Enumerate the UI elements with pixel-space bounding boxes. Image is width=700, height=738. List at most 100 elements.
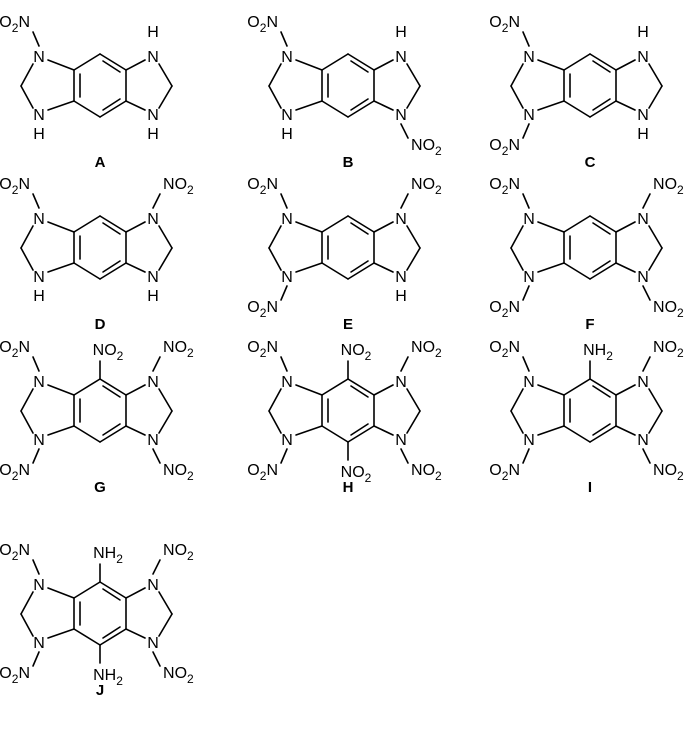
double-bond <box>350 260 369 273</box>
ring-n1: N <box>523 374 535 391</box>
bond <box>295 100 323 111</box>
n4-nitro: NO2 <box>411 462 442 483</box>
bond <box>373 425 394 436</box>
bond <box>563 215 591 233</box>
n1-nitro: O2N <box>0 176 30 197</box>
bottom-substituent: NH2 <box>93 667 123 688</box>
double-bond <box>102 98 121 111</box>
ring-n4: N <box>147 432 159 449</box>
ring-n3: N <box>637 374 649 391</box>
n1-nitro: O2N <box>0 542 30 563</box>
double-bond <box>102 626 121 639</box>
bond <box>268 63 282 87</box>
n1-bond <box>280 193 288 209</box>
n2-hydrogen: H <box>33 126 45 143</box>
bond <box>20 63 34 87</box>
n2-nitro: O2N <box>0 462 30 483</box>
n3-nitro: NO2 <box>653 339 684 360</box>
bond <box>615 262 636 273</box>
n3-nitro: NO2 <box>163 176 194 197</box>
bond <box>648 85 663 109</box>
bond <box>295 262 323 273</box>
bond <box>99 100 127 118</box>
bond <box>20 388 34 412</box>
n3-bond <box>400 193 409 209</box>
bond <box>268 225 282 249</box>
n2-bond <box>32 448 40 464</box>
ring-n4: N <box>147 635 159 652</box>
n2-bond <box>280 285 288 301</box>
n4-bond <box>152 448 161 464</box>
n2-nitro: O2N <box>489 462 520 483</box>
n3-nitro: NO2 <box>163 339 194 360</box>
bond <box>347 262 375 280</box>
bond <box>125 262 146 273</box>
ring-n1: N <box>281 374 293 391</box>
bond <box>563 53 591 71</box>
bond <box>99 378 127 396</box>
n2-bond <box>522 285 530 301</box>
n1-nitro: O2N <box>489 176 520 197</box>
n1-bond <box>32 193 40 209</box>
ring-n1: N <box>523 49 535 66</box>
bond <box>615 384 636 396</box>
double-bond <box>102 385 121 398</box>
bond <box>295 59 323 71</box>
double-bond <box>350 385 369 398</box>
double-bond <box>350 222 369 235</box>
n4-nitro: NO2 <box>411 137 442 158</box>
double-bond <box>102 260 121 273</box>
bond <box>20 410 34 434</box>
bond <box>20 225 34 249</box>
compound-label: G <box>94 479 106 496</box>
n4-bond <box>642 448 651 464</box>
bond <box>268 388 282 412</box>
n3-bond <box>642 356 651 372</box>
ring-n3: N <box>147 577 159 594</box>
n2-hydrogen: H <box>33 288 45 305</box>
bond <box>373 384 394 396</box>
double-bond <box>350 98 369 111</box>
n3-bond <box>152 559 161 575</box>
bond <box>406 247 421 271</box>
bond <box>73 581 101 599</box>
ring-n1: N <box>33 49 45 66</box>
bond <box>347 425 375 443</box>
compound-label: D <box>95 316 106 333</box>
bond <box>158 63 173 87</box>
double-bond <box>592 60 611 73</box>
bond <box>510 63 524 87</box>
compound-label: E <box>343 316 353 333</box>
n1-bond <box>280 356 288 372</box>
n1-nitro: O2N <box>489 339 520 360</box>
compound-label: C <box>585 154 596 171</box>
bond <box>73 378 101 396</box>
bond <box>158 225 173 249</box>
bond <box>615 100 636 111</box>
ring-n1: N <box>33 374 45 391</box>
n1-nitro: O2N <box>247 14 278 35</box>
bond <box>73 262 101 280</box>
n2-nitro: O2N <box>247 462 278 483</box>
bond <box>648 410 663 434</box>
bond <box>373 100 394 111</box>
double-bond <box>102 423 121 436</box>
bond <box>99 628 127 646</box>
n1-bond <box>280 31 288 47</box>
bond <box>347 215 375 233</box>
compound-label: A <box>95 154 106 171</box>
ring-n2: N <box>523 432 535 449</box>
bond <box>99 262 127 280</box>
bond <box>510 410 524 434</box>
n2-nitro: O2N <box>489 299 520 320</box>
bond <box>615 221 636 233</box>
bond <box>295 384 323 396</box>
n3-hydrogen: H <box>147 24 159 41</box>
bond <box>589 100 617 118</box>
n2-bond <box>32 651 40 667</box>
ring-n1: N <box>33 577 45 594</box>
bond <box>73 628 101 646</box>
